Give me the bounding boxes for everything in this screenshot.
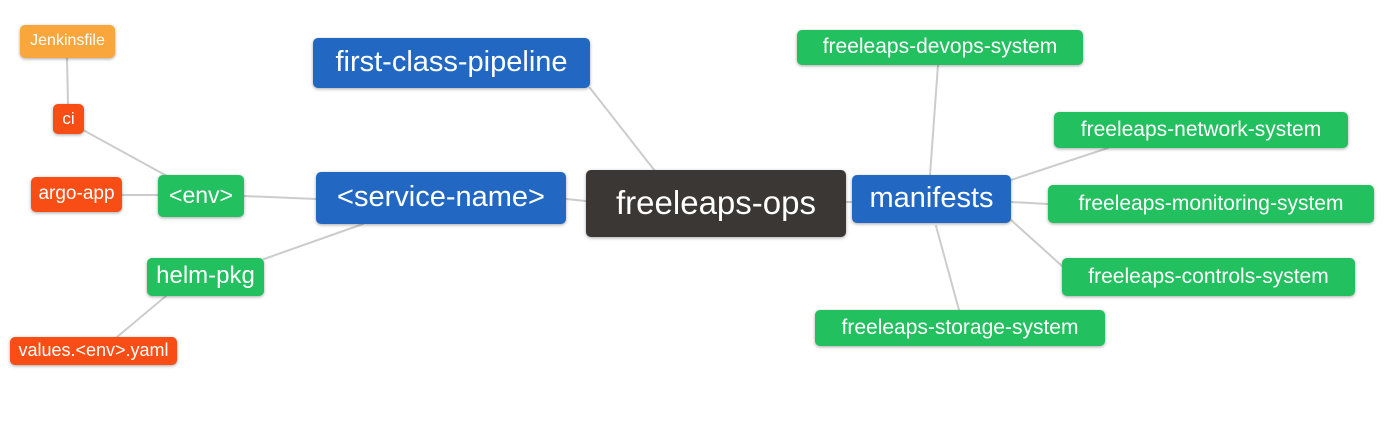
- edge-service-name-to-freeleaps-ops: [565, 198, 587, 202]
- edge-env-to-service-name: [243, 195, 317, 200]
- edge-helm-pkg-to-values-env-yaml: [116, 295, 167, 338]
- node-label: freeleaps-monitoring-system: [1078, 191, 1344, 215]
- node-freeleaps-monitoring-system[interactable]: freeleaps-monitoring-system: [1048, 185, 1374, 223]
- node-label: <service-name>: [337, 180, 545, 213]
- node-freeleaps-controls-system[interactable]: freeleaps-controls-system: [1062, 258, 1355, 296]
- node-service-name[interactable]: <service-name>: [316, 172, 566, 224]
- node-env[interactable]: <env>: [158, 175, 244, 217]
- node-label: Jenkinsfile: [30, 31, 105, 49]
- node-helm-pkg[interactable]: helm-pkg: [147, 258, 264, 296]
- edge-manifests-to-freeleaps-devops-system: [929, 64, 939, 176]
- node-freeleaps-network-system[interactable]: freeleaps-network-system: [1054, 112, 1348, 148]
- edge-ci-to-env: [82, 129, 168, 177]
- node-label: manifests: [869, 181, 994, 214]
- node-label: <env>: [169, 181, 233, 208]
- edge-manifests-to-freeleaps-storage-system: [935, 225, 960, 311]
- node-freeleaps-ops[interactable]: freeleaps-ops: [586, 170, 846, 237]
- edge-manifests-to-freeleaps-monitoring-system: [1010, 201, 1049, 205]
- node-ci[interactable]: ci: [53, 104, 84, 134]
- edge-first-class-pipeline-to-freeleaps-ops: [589, 87, 656, 172]
- node-first-class-pipeline[interactable]: first-class-pipeline: [313, 38, 590, 88]
- node-label: freeleaps-storage-system: [841, 315, 1079, 339]
- node-values-env-yaml[interactable]: values.<env>.yaml: [10, 337, 177, 365]
- node-label: freeleaps-devops-system: [822, 35, 1058, 58]
- node-label: values.<env>.yaml: [18, 340, 169, 360]
- node-argo-app[interactable]: argo-app: [31, 177, 122, 212]
- edge-manifests-to-freeleaps-controls-system: [1010, 219, 1063, 267]
- node-label: ci: [62, 108, 75, 128]
- edge-jenkinsfile-to-ci: [66, 57, 69, 105]
- node-jenkinsfile[interactable]: Jenkinsfile: [20, 25, 115, 58]
- node-label: freeleaps-controls-system: [1088, 264, 1329, 288]
- node-label: freeleaps-ops: [616, 184, 816, 221]
- node-freeleaps-storage-system[interactable]: freeleaps-storage-system: [815, 310, 1105, 346]
- node-label: freeleaps-network-system: [1080, 117, 1322, 141]
- edge-manifests-to-freeleaps-network-system: [1010, 147, 1109, 181]
- edge-service-name-to-helm-pkg: [263, 223, 364, 260]
- node-label: first-class-pipeline: [335, 45, 568, 78]
- node-label: helm-pkg: [156, 262, 255, 289]
- node-label: argo-app: [38, 183, 115, 204]
- node-manifests[interactable]: manifests: [852, 175, 1011, 223]
- node-freeleaps-devops-system[interactable]: freeleaps-devops-system: [797, 30, 1083, 65]
